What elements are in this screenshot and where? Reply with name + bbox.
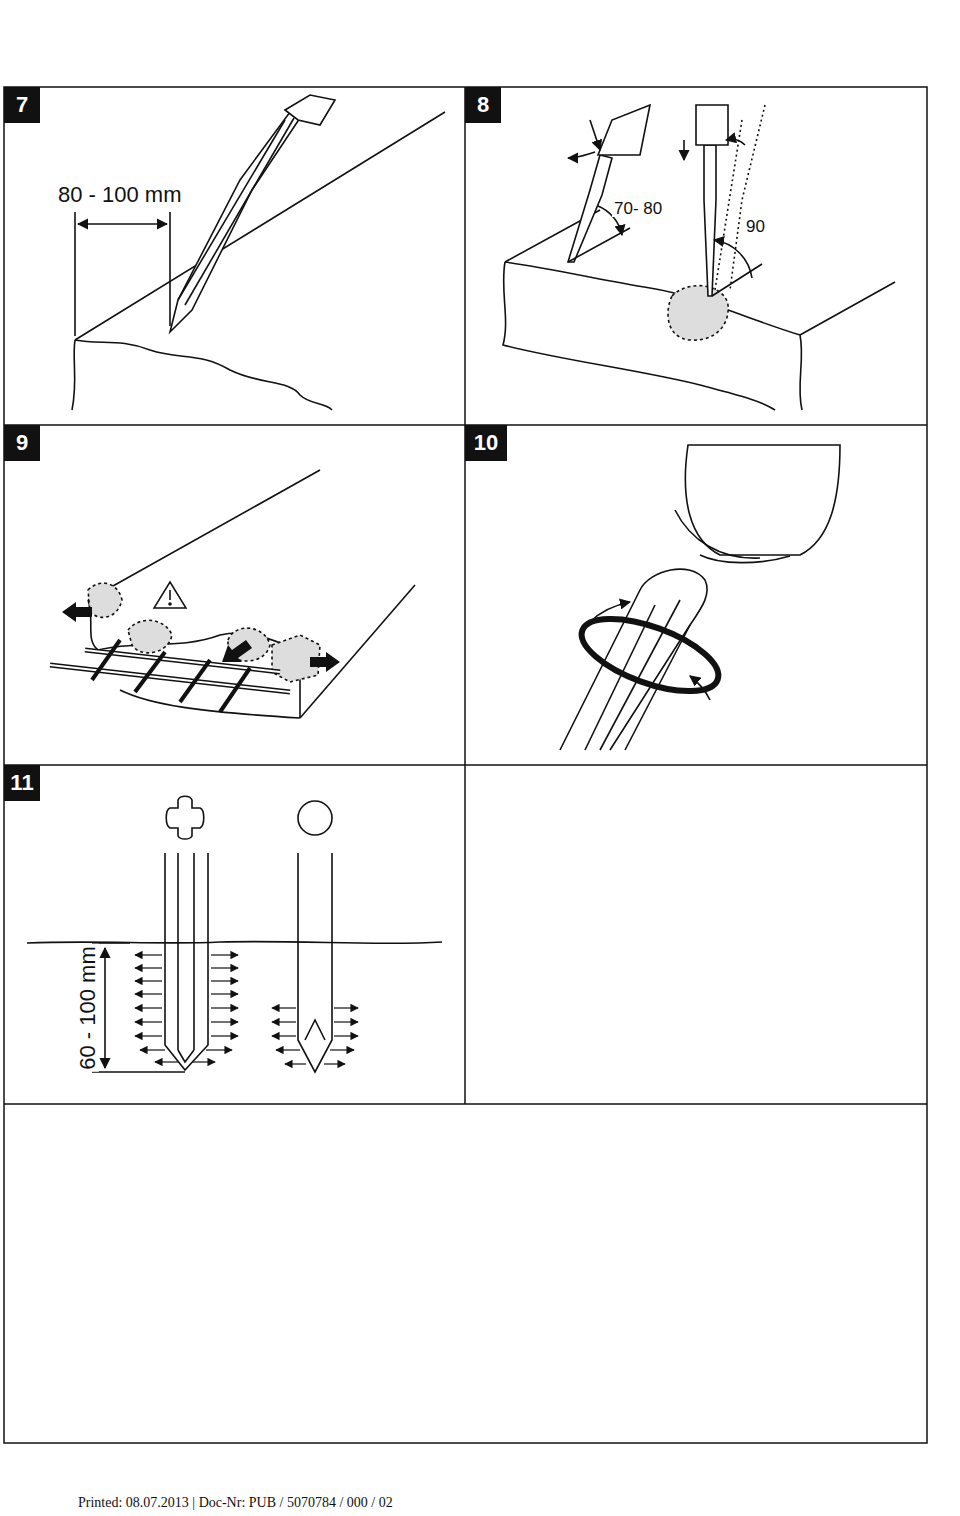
panel-number: 7 <box>4 94 40 116</box>
panel-number: 10 <box>465 432 507 454</box>
dimension-label: 80 - 100 mm <box>56 184 184 206</box>
dimension-label: 60 - 100 mm <box>77 944 99 1072</box>
panel-number: 11 <box>4 772 40 794</box>
panel-number: 8 <box>465 94 501 116</box>
print-footer: Printed: 08.07.2013 | Doc-Nr: PUB / 5070… <box>78 1496 393 1510</box>
angle-label: 90 <box>744 218 767 235</box>
angle-label: 70- 80 <box>612 200 664 217</box>
panel-number: 9 <box>4 432 40 454</box>
